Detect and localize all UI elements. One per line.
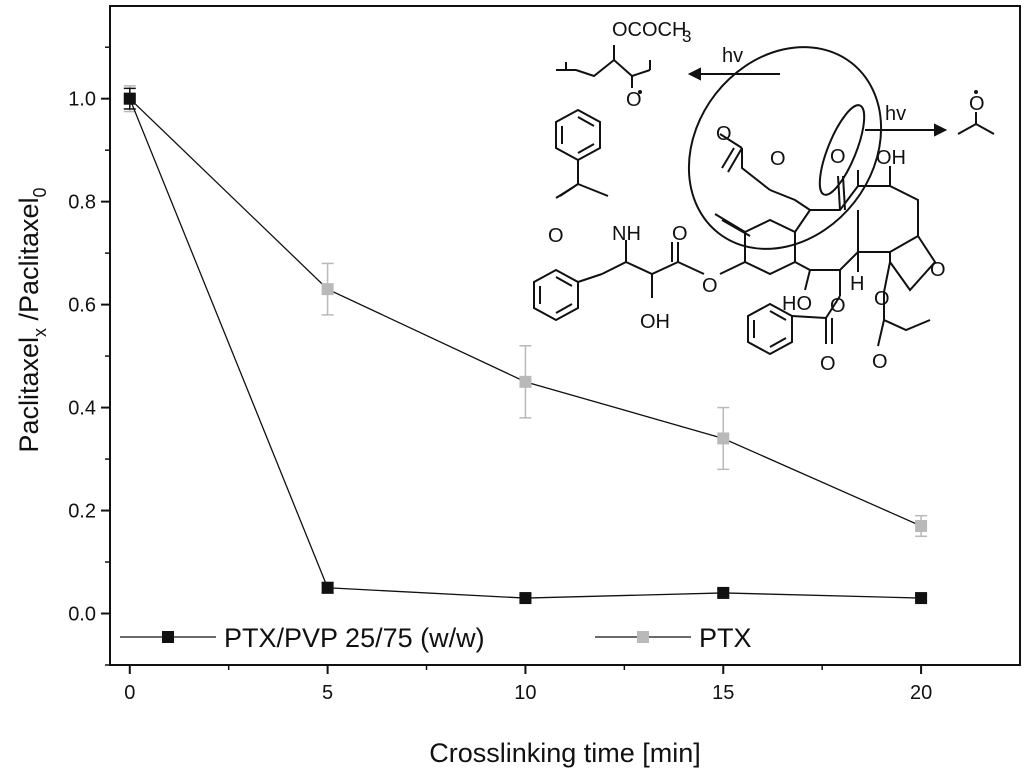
data-point [321,283,334,296]
x-tick-label: 5 [322,682,333,704]
oxetane-o-label: O [930,259,946,281]
legend-label: PTX [699,623,752,653]
nh-label: NH [612,223,641,245]
acetyl-carbonyl-label: O [872,351,888,373]
acetyl-o-label: O [874,288,890,310]
data-point [717,432,730,445]
radical-dot-left [638,90,642,94]
legend-entry: PTX [595,623,752,653]
ococh3-label: OCOCH [612,19,686,41]
ho-label: HO [782,293,812,315]
h-label: H [850,273,864,295]
y-tick-label: 1.0 [68,89,96,111]
ketone-o-label: O [830,146,846,168]
plot-frame [109,5,1021,666]
data-point [519,592,532,605]
acetate-carbonyl-label: O [716,123,732,145]
y-tick-label: 0.6 [68,295,96,317]
y-tick-label: 0.4 [68,398,96,420]
structure-labels: OCOCH 3 O hv hv O OH O O O NH O O O OH H… [548,19,985,375]
hv-label-left: hv [722,45,743,67]
y-tick-label: 0.2 [68,501,96,523]
y-axis-title-part2: /Paclitaxel [14,197,44,328]
x-tick-label: 15 [712,682,734,704]
data-point [519,375,532,388]
oh-side-label: OH [640,311,670,333]
series-0 [123,87,928,605]
data-point [717,586,730,599]
data-point [915,519,928,532]
y-axis-title: Paclitaxelx /Paclitaxel0 [14,187,50,452]
y-tick-label: 0.0 [68,604,96,626]
ester-o-label: O [672,223,688,245]
x-axis-title: Crosslinking time [min] [429,738,701,768]
y-tick-label: 0.8 [68,192,96,214]
benzoyl-o-label: O [820,353,836,375]
axes: 0 5 10 15 20 0.0 0.2 0.4 0.6 0.8 1.0 [68,46,932,704]
oh-top-label: OH [876,147,906,169]
paclitaxel-structure-inset [533,45,995,356]
acetate-o-label: O [770,148,786,170]
series-layer [123,85,928,605]
x-tick-label: 10 [514,682,536,704]
ester-link-o-label: O [702,275,718,297]
y-axis-title-part1: Paclitaxel [14,337,44,453]
o-radical-right: O [969,93,985,115]
data-point [123,92,136,105]
radical-dot-right [974,90,978,94]
legend-label: PTX/PVP 25/75 (w/w) [224,623,485,653]
y-axis-title-sub2: 0 [30,187,50,197]
ococh3-subscript: 3 [682,27,691,46]
legend: PTX/PVP 25/75 (w/w) PTX [120,623,752,653]
data-point [915,592,928,605]
data-point [321,581,334,594]
o-radical-left: O [626,89,642,111]
x-tick-label: 0 [124,682,135,704]
legend-marker [637,631,649,643]
legend-entry: PTX/PVP 25/75 (w/w) [120,623,485,653]
benzoate-o-label: O [830,295,846,317]
hv-label-right: hv [885,103,906,125]
y-axis-title-sub1: x [30,328,50,337]
x-tick-label: 20 [910,682,932,704]
amide-o-label: O [548,225,564,247]
legend-marker [162,631,174,643]
